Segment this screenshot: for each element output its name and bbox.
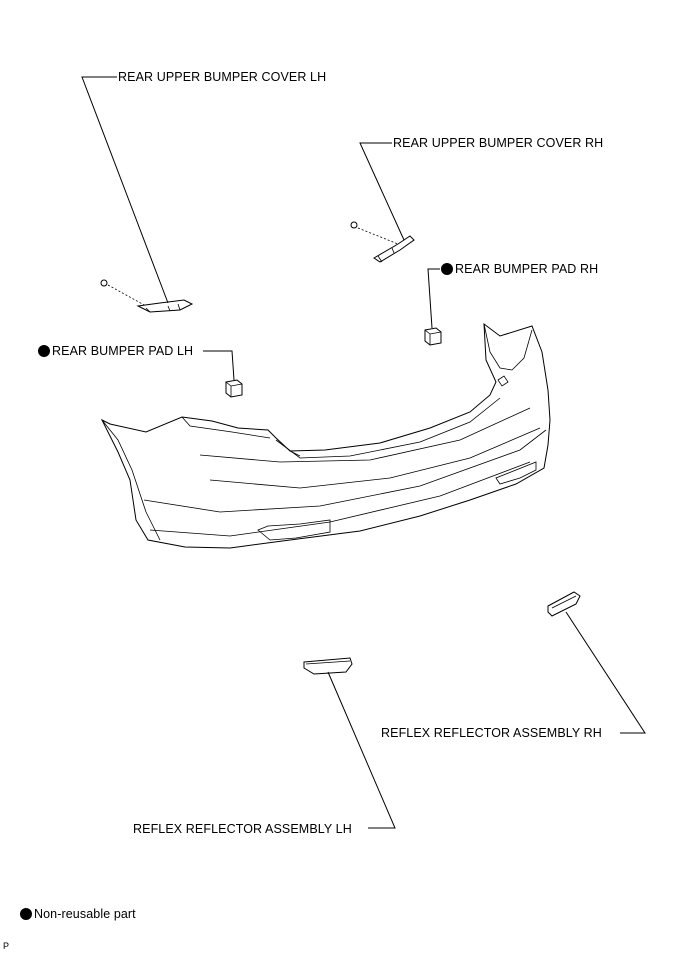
- label-rear-upper-bumper-cover-rh: REAR UPPER BUMPER COVER RH: [393, 136, 604, 150]
- legend-text: Non-reusable part: [34, 907, 136, 921]
- clip-lh: [100, 279, 147, 307]
- rear-bumper-pad-lh: [225, 379, 243, 398]
- clip-rh: [350, 221, 399, 245]
- label-text: REAR BUMPER PAD LH: [52, 344, 194, 358]
- leader-lines: [81, 76, 646, 829]
- rear-bumper-pad-rh: [424, 327, 442, 346]
- label-rear-bumper-pad-lh: REAR BUMPER PAD LH: [38, 344, 193, 358]
- rear-upper-bumper-cover-rh: [373, 235, 415, 263]
- label-rear-bumper-pad-rh: REAR BUMPER PAD RH: [441, 262, 598, 276]
- rear-upper-bumper-cover-lh: [136, 299, 194, 313]
- non-reusable-dot-icon: [20, 908, 32, 920]
- corner-code: P: [3, 941, 10, 951]
- label-reflex-reflector-lh: REFLEX REFLECTOR ASSEMBLY LH: [133, 822, 352, 836]
- label-rear-upper-bumper-cover-lh: REAR UPPER BUMPER COVER LH: [118, 70, 327, 84]
- rear-bumper-cover: [100, 322, 551, 549]
- label-text: REAR BUMPER PAD RH: [455, 262, 599, 276]
- legend-non-reusable: Non-reusable part: [20, 907, 136, 921]
- label-reflex-reflector-rh: REFLEX REFLECTOR ASSEMBLY RH: [381, 726, 602, 740]
- reflex-reflector-rh: [547, 591, 581, 617]
- non-reusable-dot-icon: [441, 263, 453, 275]
- non-reusable-dot-icon: [38, 345, 50, 357]
- reflex-reflector-lh: [303, 657, 353, 675]
